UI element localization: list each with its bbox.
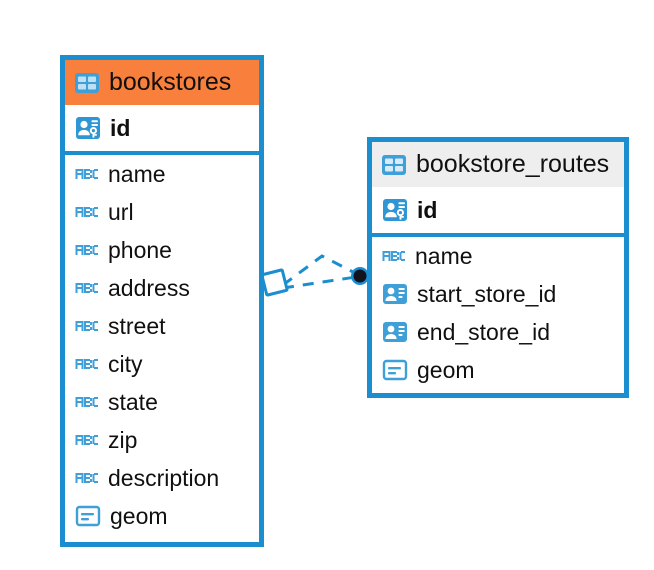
field-label: street bbox=[108, 312, 166, 339]
foreign-key-icon bbox=[382, 282, 408, 306]
primary-key-divider bbox=[372, 233, 624, 237]
field-row[interactable]: city bbox=[65, 345, 259, 383]
relationship-line-upper bbox=[282, 254, 358, 287]
text-abc-icon bbox=[75, 315, 99, 337]
text-abc-icon bbox=[75, 277, 99, 299]
field-row[interactable]: id bbox=[372, 187, 624, 233]
field-label: state bbox=[108, 388, 158, 415]
entity-header-bookstores[interactable]: bookstores bbox=[65, 60, 259, 105]
field-row[interactable]: geom bbox=[372, 351, 624, 389]
field-row[interactable]: geom bbox=[65, 497, 259, 535]
foreign-key-icon bbox=[382, 320, 408, 344]
text-abc-icon bbox=[75, 163, 99, 185]
text-abc-icon bbox=[75, 429, 99, 451]
field-row[interactable]: phone bbox=[65, 231, 259, 269]
text-abc-icon bbox=[75, 353, 99, 375]
entity-header-bookstore-routes[interactable]: bookstore_routes bbox=[372, 142, 624, 187]
field-row[interactable]: address bbox=[65, 269, 259, 307]
field-label: end_store_id bbox=[417, 318, 550, 345]
field-label: start_store_id bbox=[417, 280, 557, 307]
field-label: id bbox=[110, 114, 131, 141]
geometry-icon bbox=[75, 504, 101, 528]
field-row[interactable]: name bbox=[372, 237, 624, 275]
field-row[interactable]: end_store_id bbox=[372, 313, 624, 351]
field-label: phone bbox=[108, 236, 172, 263]
relationship-line-lower bbox=[282, 275, 357, 290]
field-label: geom bbox=[417, 356, 475, 383]
field-label: address bbox=[108, 274, 190, 301]
text-abc-icon bbox=[382, 245, 406, 267]
field-list-bookstore-routes: id name bbox=[372, 187, 624, 389]
field-row[interactable]: street bbox=[65, 307, 259, 345]
field-label: url bbox=[108, 198, 134, 225]
primary-key-icon bbox=[382, 197, 408, 223]
field-label: name bbox=[108, 160, 166, 187]
primary-key-divider bbox=[65, 151, 259, 155]
field-label: name bbox=[415, 242, 473, 269]
field-label: zip bbox=[108, 426, 138, 453]
field-label: description bbox=[108, 464, 220, 491]
field-row[interactable]: description bbox=[65, 459, 259, 497]
entity-table-bookstores[interactable]: bookstores id bbox=[60, 55, 264, 547]
text-abc-icon bbox=[75, 239, 99, 261]
field-label: geom bbox=[110, 502, 168, 529]
field-list-bookstores: id bbox=[65, 105, 259, 535]
table-icon bbox=[74, 72, 100, 94]
entity-table-bookstore-routes[interactable]: bookstore_routes id bbox=[367, 137, 629, 398]
entity-title: bookstore_routes bbox=[416, 150, 610, 178]
diamond-endpoint-icon[interactable] bbox=[260, 268, 289, 297]
field-row[interactable]: id bbox=[65, 105, 259, 151]
text-abc-icon bbox=[75, 391, 99, 413]
primary-key-icon bbox=[75, 115, 101, 141]
field-row[interactable]: state bbox=[65, 383, 259, 421]
text-abc-icon bbox=[75, 201, 99, 223]
field-label: id bbox=[417, 196, 438, 223]
field-row[interactable]: url bbox=[65, 193, 259, 231]
field-row[interactable]: zip bbox=[65, 421, 259, 459]
table-icon bbox=[381, 154, 407, 176]
text-abc-icon bbox=[75, 467, 99, 489]
geometry-icon bbox=[382, 358, 408, 382]
field-label: city bbox=[108, 350, 143, 377]
field-row[interactable]: start_store_id bbox=[372, 275, 624, 313]
entity-title: bookstores bbox=[109, 68, 232, 96]
field-row[interactable]: name bbox=[65, 155, 259, 193]
